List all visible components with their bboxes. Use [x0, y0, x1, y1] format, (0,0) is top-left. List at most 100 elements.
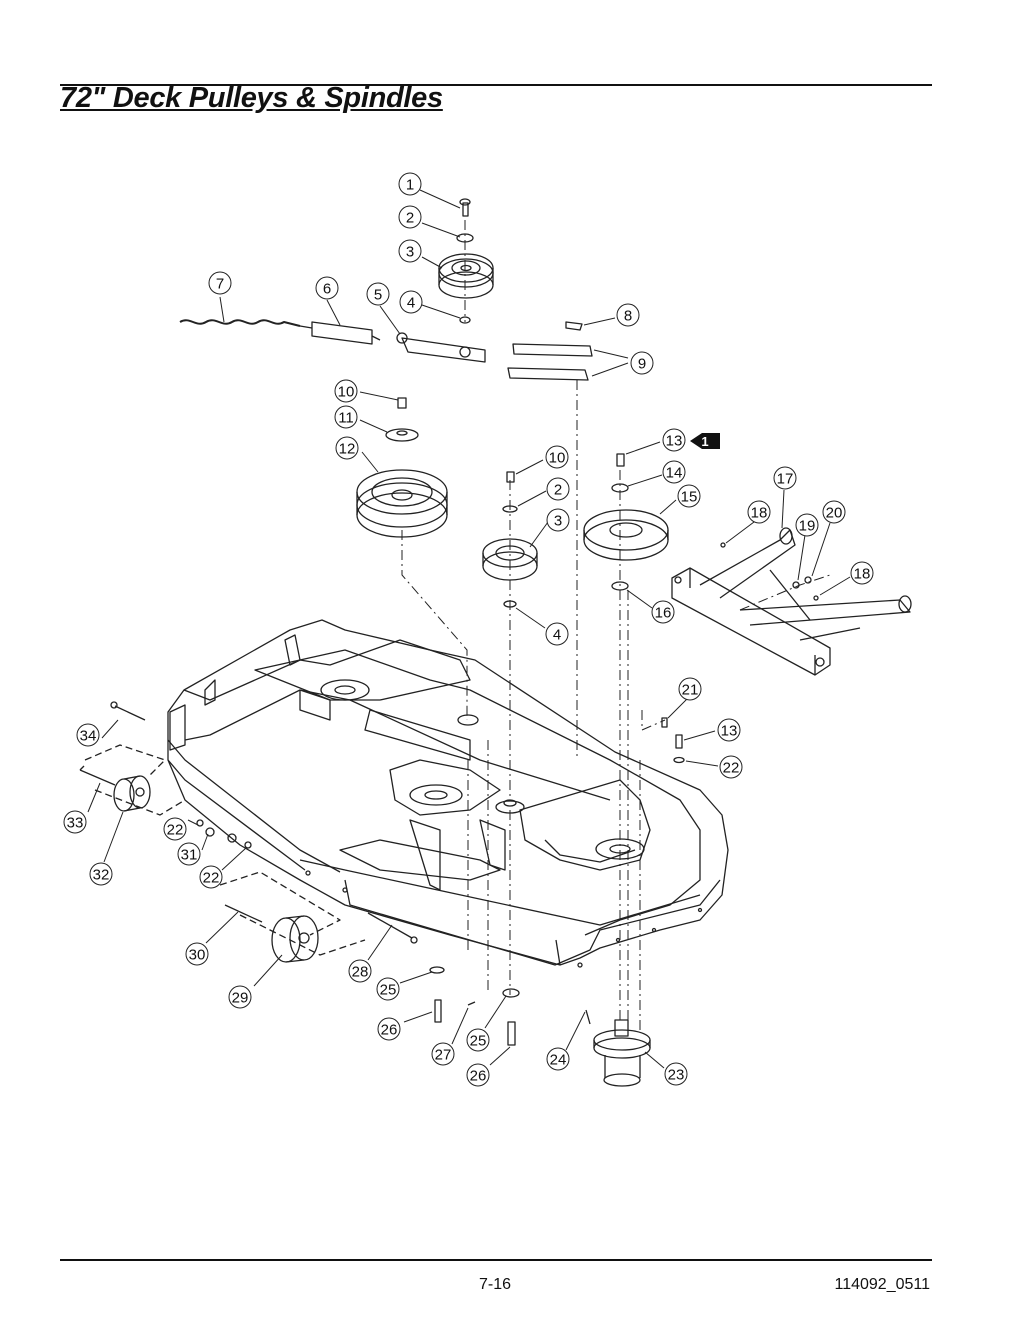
callout-circle — [63, 810, 87, 834]
callout-number: 3 — [554, 513, 562, 530]
callout-circle — [348, 959, 372, 983]
callout-number: 11 — [338, 410, 354, 427]
callout-number: 10 — [338, 384, 355, 401]
callout-circle — [89, 862, 113, 886]
callout-number: 29 — [232, 990, 249, 1007]
callout-number: 15 — [681, 489, 698, 506]
loose-hardware — [110, 542, 819, 1046]
callout-number: 25 — [380, 982, 397, 999]
callout-circle — [546, 477, 570, 501]
callout-circle — [163, 817, 187, 841]
callout-number: 31 — [181, 847, 198, 864]
leader-lines — [87, 189, 851, 1069]
callout-number: 21 — [682, 682, 699, 699]
callout-number: 17 — [777, 471, 794, 488]
callout-circle — [545, 445, 569, 469]
callout-number: 13 — [721, 723, 738, 740]
anti-scalp-roller-lower — [224, 904, 319, 963]
top-rule — [60, 84, 932, 86]
callout-circle — [717, 718, 741, 742]
callout-circle — [664, 1062, 688, 1086]
callout-number: 22 — [167, 822, 184, 839]
reference-badge-label: 1 — [701, 434, 708, 449]
idler-arm-assembly — [179, 319, 486, 363]
page-title: 72" Deck Pulleys & Spindles — [60, 82, 443, 114]
callout-number: 4 — [553, 627, 561, 644]
callout-number: 4 — [407, 295, 415, 312]
callout-circle — [616, 303, 640, 327]
large-idler-pulley — [356, 397, 448, 538]
callout-number: 22 — [723, 760, 740, 777]
callout-circle — [850, 561, 874, 585]
callout-number: 5 — [374, 287, 382, 304]
reference-badge: 1 — [690, 433, 720, 449]
callout-circle — [377, 1017, 401, 1041]
roller-brackets — [84, 744, 366, 956]
callout-number: 12 — [339, 441, 356, 458]
callout-circle — [630, 351, 654, 375]
callout-circle — [546, 508, 570, 532]
callout-circle — [177, 842, 201, 866]
callout-number: 24 — [550, 1052, 567, 1069]
callout-circle — [208, 271, 232, 295]
callout-circle — [199, 865, 223, 889]
callout-circle — [546, 1047, 570, 1071]
callout-circle — [334, 405, 358, 429]
callout-number: 1 — [406, 177, 414, 194]
anti-scalp-roller-upper — [79, 765, 151, 812]
callout-circle — [662, 428, 686, 452]
callout-number: 28 — [352, 964, 369, 981]
document-code: 114092_0511 — [834, 1276, 930, 1293]
page-number: 7-16 — [478, 1276, 512, 1293]
callout-circle — [545, 622, 569, 646]
callout-number: 2 — [406, 210, 414, 227]
callout-circle — [185, 942, 209, 966]
callout-circle — [334, 379, 358, 403]
callout-number: 16 — [655, 605, 672, 622]
right-spindle-pulley — [583, 453, 669, 591]
callout-circle — [76, 723, 100, 747]
bottom-rule — [60, 1259, 932, 1261]
callout-circle — [466, 1063, 490, 1087]
callout-number: 26 — [470, 1068, 487, 1085]
callout-number: 22 — [203, 870, 220, 887]
spindle-assembly — [585, 1009, 651, 1087]
callout-circle — [719, 755, 743, 779]
callout-circle — [366, 282, 390, 306]
callout-number: 6 — [323, 281, 331, 298]
callout-circle — [228, 985, 252, 1009]
callout-circle — [651, 600, 675, 624]
callout-circle — [795, 513, 819, 537]
callout-circle — [398, 205, 422, 229]
callout-circle — [466, 1028, 490, 1052]
callout-number: 2 — [554, 482, 562, 499]
callout-number: 18 — [854, 566, 871, 583]
callout-number: 13 — [666, 433, 683, 450]
mower-deck — [167, 619, 729, 968]
callout-circle — [315, 276, 339, 300]
callout-number: 7 — [216, 276, 224, 293]
callout-number: 20 — [826, 505, 843, 522]
callout-number: 10 — [549, 450, 566, 467]
callout-number: 33 — [67, 815, 84, 832]
callout-circle — [747, 500, 771, 524]
callout-number: 19 — [799, 518, 816, 535]
callout-number: 18 — [751, 505, 768, 522]
callout-circle — [335, 436, 359, 460]
callout-number: 30 — [189, 947, 206, 964]
callout-number: 3 — [406, 244, 414, 261]
callout-circle — [662, 460, 686, 484]
alignment-lines — [401, 220, 831, 1030]
callout-number: 34 — [80, 728, 97, 745]
callout-number: 25 — [470, 1033, 487, 1050]
top-idler-stack — [438, 198, 494, 324]
callout-number: 9 — [638, 356, 646, 373]
callout-number: 27 — [435, 1047, 452, 1064]
callout-circle — [773, 466, 797, 490]
callout-circle — [678, 677, 702, 701]
callout-number: 8 — [624, 308, 632, 325]
callout-number: 26 — [381, 1022, 398, 1039]
callout-number: 32 — [93, 867, 110, 884]
